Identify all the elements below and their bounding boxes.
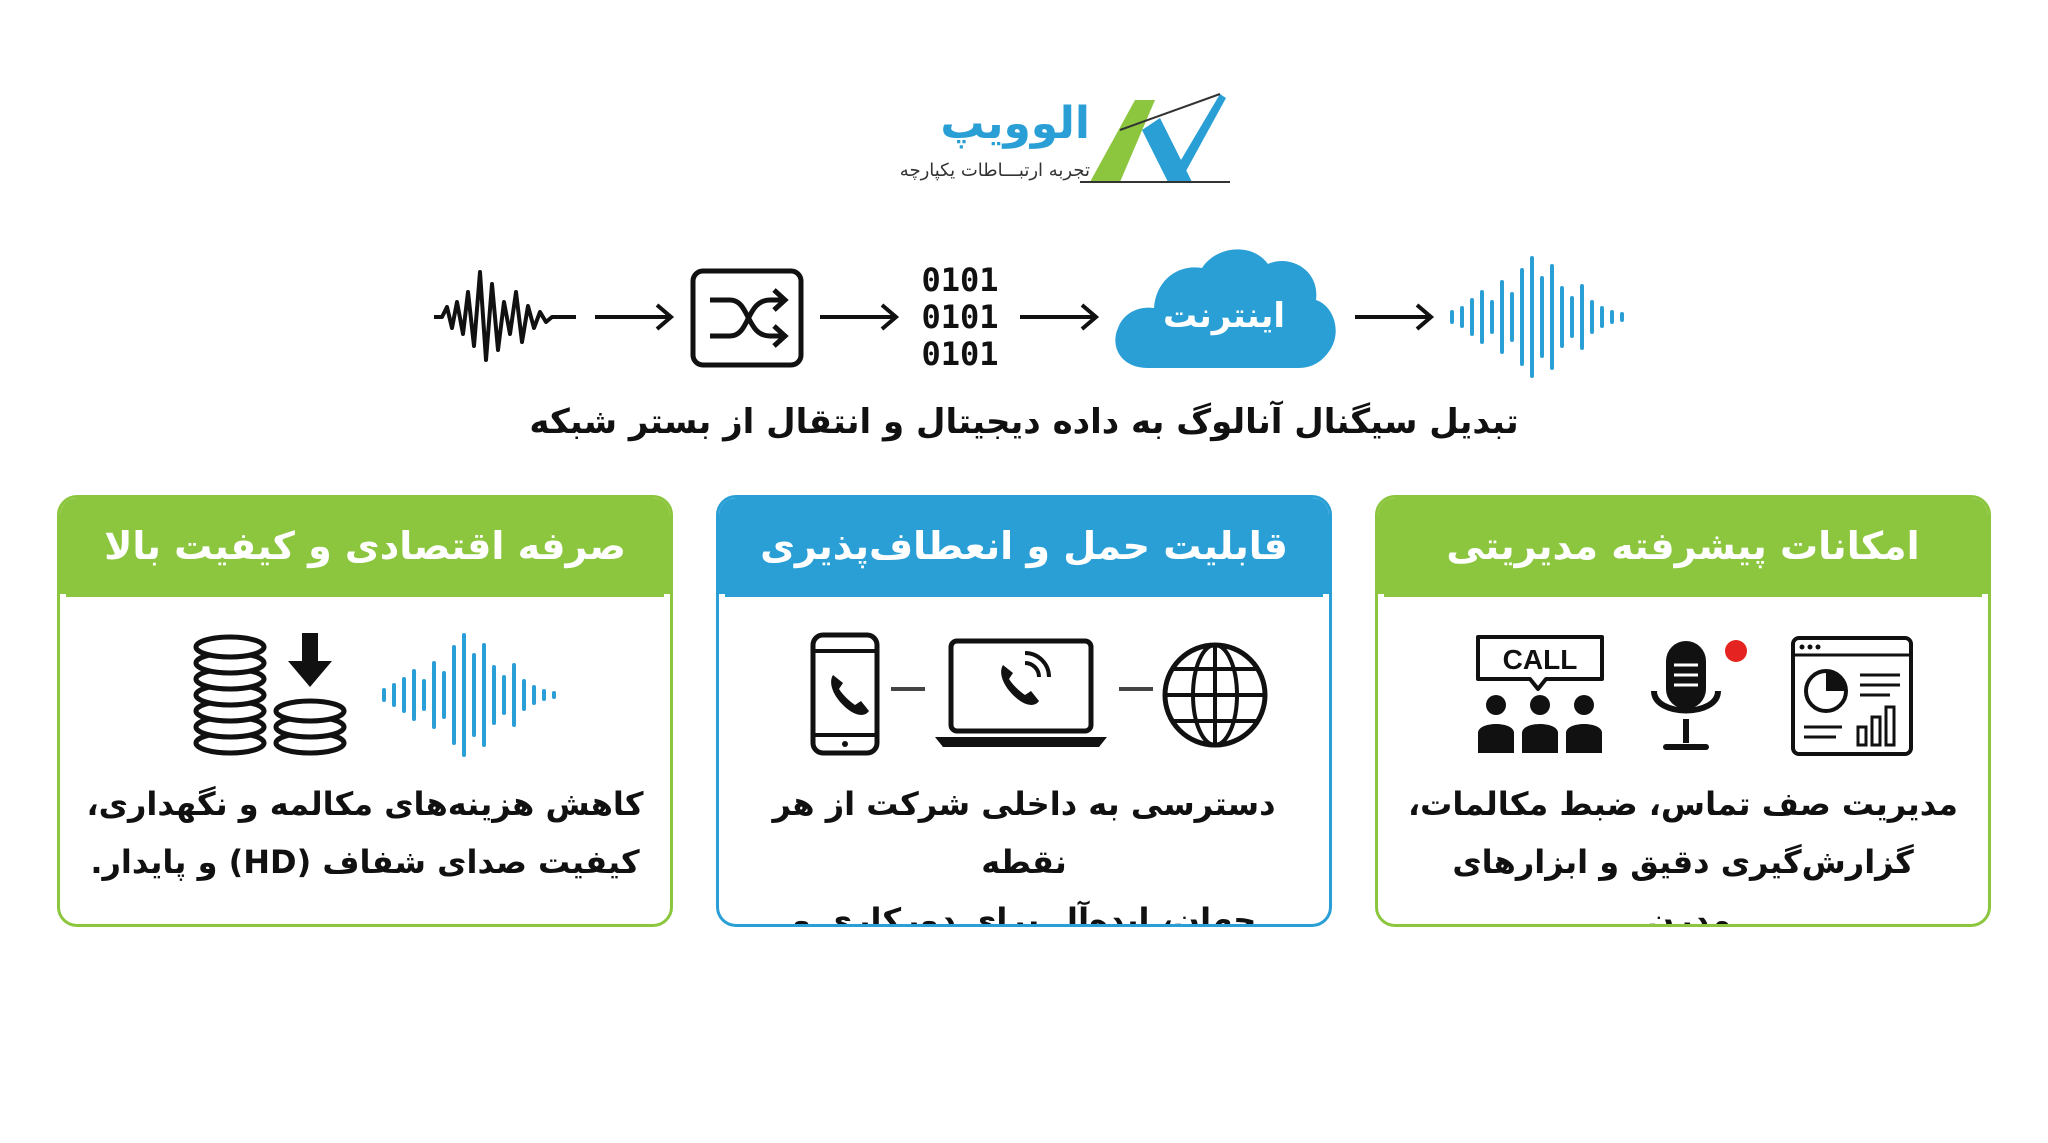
card-body: CALL <box>1384 594 1982 924</box>
card-icons <box>66 631 664 757</box>
coins-download-icon <box>193 633 347 756</box>
card-body: دسترسی به داخلی شرکت از هر نقطه جهان، ای… <box>725 594 1323 924</box>
card-icons: CALL <box>1384 631 1982 757</box>
card-title: امکانات پیشرفته مدیریتی <box>1378 498 1988 594</box>
card-text-line: دسترسی به داخلی شرکت از هر نقطه <box>772 785 1276 881</box>
card-text-line: جهان، ایده‌آل برای دورکاری و شعبات. <box>791 901 1257 927</box>
globe-icon <box>1162 642 1268 748</box>
arrow-right-icon <box>1355 303 1435 331</box>
arrow-right-icon <box>1020 303 1100 331</box>
feature-card-portability: قابلیت حمل و انعطاف‌پذیری <box>716 495 1332 927</box>
connector-dash-icon <box>891 687 925 691</box>
arrow-right-icon <box>595 303 675 331</box>
call-label: CALL <box>1503 644 1578 675</box>
cloud-icon <box>1115 249 1336 368</box>
laptop-call-icon <box>935 638 1107 747</box>
card-text-line: کیفیت صدای شفاف (HD) و پایدار. <box>90 843 640 881</box>
card-title: صرفه اقتصادی و کیفیت بالا <box>60 498 670 594</box>
card-body: کاهش هزینه‌های مکالمه و نگهداری، کیفیت ص… <box>66 594 664 924</box>
card-text-line: مدیریت صف تماس، ضبط مکالمات، <box>1408 785 1958 823</box>
smartphone-phone-icon <box>810 632 880 756</box>
card-description: مدیریت صف تماس، ضبط مکالمات، گزارش‌گیری … <box>1404 775 1962 927</box>
binary-data: 0101 0101 0101 <box>910 262 1010 373</box>
binary-line: 0101 <box>921 335 999 373</box>
logo-mark-icon <box>1080 93 1230 183</box>
card-text-line: کاهش هزینه‌های مکالمه و نگهداری، <box>86 785 644 823</box>
logo-name: الوویپ <box>940 98 1090 149</box>
call-center-icon: CALL <box>1476 635 1604 753</box>
analog-wave-icon <box>434 270 576 362</box>
binary-line: 0101 <box>921 298 999 336</box>
arrow-right-icon <box>820 303 900 331</box>
card-title: قابلیت حمل و انعطاف‌پذیری <box>719 498 1329 594</box>
connector-dash-icon <box>1119 687 1153 691</box>
card-description: دسترسی به داخلی شرکت از هر نقطه جهان، ای… <box>745 775 1303 927</box>
microphone-recording-icon <box>1651 640 1747 750</box>
card-description: کاهش هزینه‌های مکالمه و نگهداری، کیفیت ص… <box>86 775 644 891</box>
cloud-label: اینترنت <box>1162 296 1286 336</box>
analytics-dashboard-icon <box>1791 636 1913 756</box>
converter-shuffle-icon <box>690 268 804 368</box>
digital-sound-wave-icon <box>1450 256 1624 378</box>
card-text-line: گزارش‌گیری دقیق و ابزارهای مدرن. <box>1452 843 1914 927</box>
logo-tagline: تجربه ارتبـــاطات یکپارچه <box>899 160 1090 181</box>
feature-card-management: امکانات پیشرفته مدیریتی CALL <box>1375 495 1991 927</box>
brand-logo: الوویپ تجربه ارتبـــاطات یکپارچه <box>830 90 1230 200</box>
internet-cloud: اینترنت <box>1108 240 1340 375</box>
binary-line: 0101 <box>921 261 999 299</box>
card-icons <box>725 631 1323 757</box>
sound-wave-icon <box>382 633 556 757</box>
feature-card-economy: صرفه اقتصادی و کیفیت بالا <box>57 495 673 927</box>
flow-caption: تبدیل سیگنال آنالوگ به داده دیجیتال و ان… <box>529 402 1519 442</box>
